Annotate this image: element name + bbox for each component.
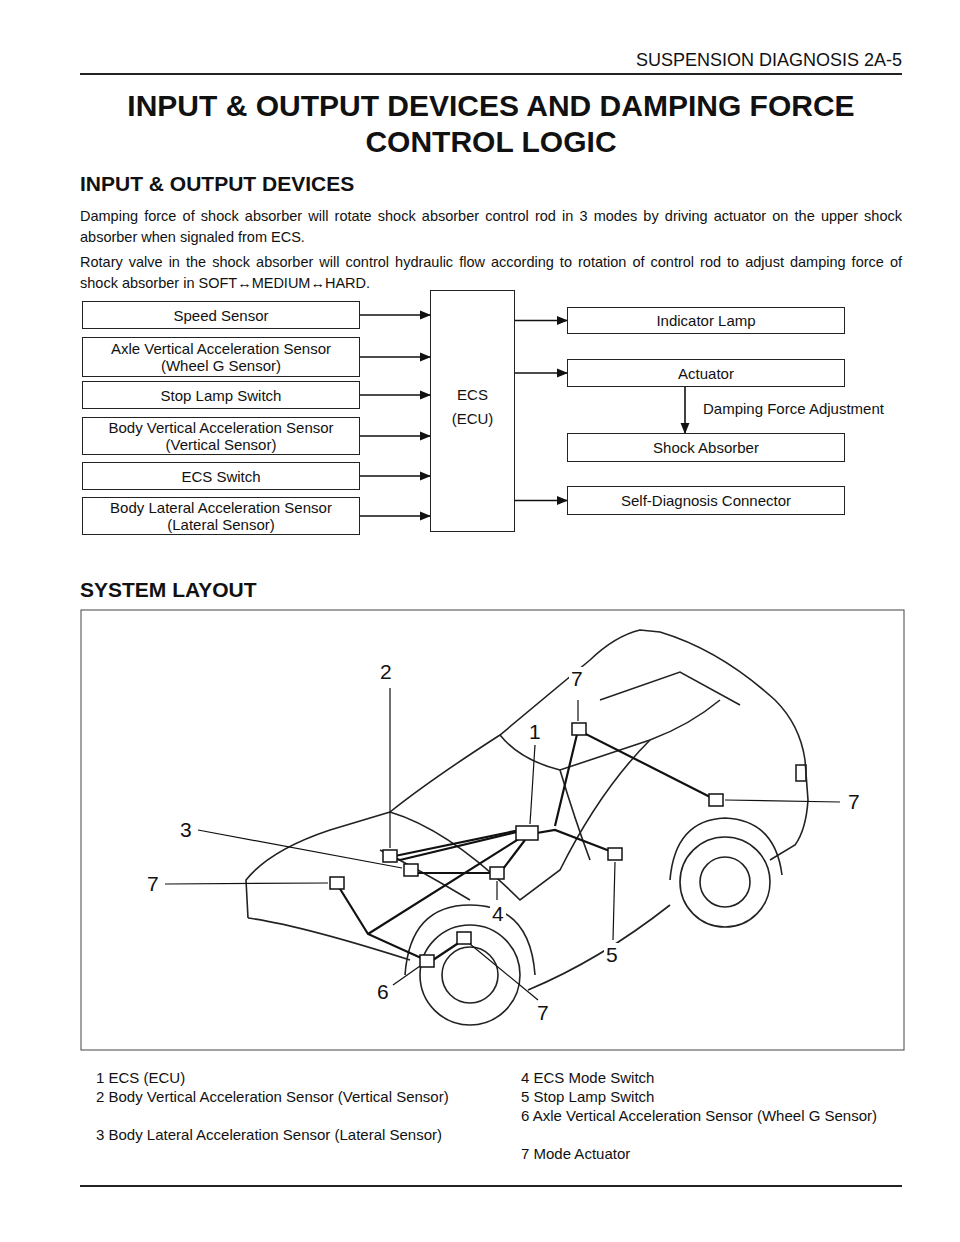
signal-arrow — [360, 356, 430, 358]
body-paragraph: Damping force of shock absorber will rot… — [80, 206, 902, 248]
box-text: Axle Vertical Acceleration Sensor (Wheel… — [91, 340, 351, 374]
box-text: Body Lateral Acceleration Sensor (Latera… — [91, 499, 351, 533]
callout-number: 2 — [378, 660, 394, 684]
signal-arrow — [515, 372, 567, 374]
page-title: INPUT & OUTPUT DEVICES AND DAMPING FORCE… — [80, 88, 902, 160]
parts-list-item: 3 Body Lateral Acceleration Sensor (Late… — [96, 1125, 463, 1144]
callout-number: 1 — [527, 720, 543, 744]
device-box: Speed Sensor — [82, 301, 360, 329]
box-text: Speed Sensor — [173, 307, 268, 324]
parts-list-item: 5 Stop Lamp Switch — [521, 1087, 903, 1106]
layout-frame — [81, 610, 904, 1050]
device-box: Self-Diagnosis Connector — [567, 486, 845, 515]
device-box: Actuator — [567, 359, 845, 387]
device-box: ECS Switch — [82, 462, 360, 490]
device-box: Indicator Lamp — [567, 307, 845, 334]
box-text: Body Vertical Acceleration Sensor (Verti… — [91, 419, 351, 453]
signal-arrow — [360, 394, 430, 396]
signal-arrow — [515, 500, 567, 502]
box-text: ECS (ECU) — [439, 383, 506, 431]
device-box: Axle Vertical Acceleration Sensor (Wheel… — [82, 337, 360, 377]
device-box: Shock Absorber — [567, 433, 845, 462]
signal-arrow — [684, 387, 686, 433]
page-header: SUSPENSION DIAGNOSIS 2A-5 — [380, 50, 902, 71]
callout-number: 7 — [569, 667, 585, 691]
section-heading: INPUT & OUTPUT DEVICES — [80, 172, 354, 196]
section-heading: SYSTEM LAYOUT — [80, 578, 257, 602]
callout-number: 4 — [490, 902, 506, 926]
parts-list-item: 1 ECS (ECU) — [96, 1068, 463, 1087]
box-text: Stop Lamp Switch — [161, 387, 282, 404]
ecs-modules — [330, 723, 723, 967]
callout-number: 5 — [604, 943, 620, 967]
signal-arrow — [360, 475, 430, 477]
body-paragraph: Rotary valve in the shock absorber will … — [80, 252, 902, 294]
signal-arrow — [360, 435, 430, 437]
callout-number: 3 — [178, 818, 194, 842]
device-box: Body Lateral Acceleration Sensor (Latera… — [82, 497, 360, 535]
box-text: Self-Diagnosis Connector — [621, 492, 791, 509]
parts-list-item: 2 Body Vertical Acceleration Sensor (Ver… — [96, 1087, 463, 1106]
car-outline — [246, 630, 808, 1025]
callout-number: 7 — [846, 790, 862, 814]
header-rule — [80, 73, 902, 75]
parts-list-item: 7 Mode Actuator — [521, 1144, 903, 1163]
footer-rule — [80, 1185, 902, 1187]
signal-arrow — [360, 515, 430, 517]
ecu-box: ECS (ECU) — [430, 290, 515, 532]
box-text: Indicator Lamp — [656, 312, 755, 329]
callout-number: 6 — [375, 980, 391, 1004]
box-text: ECS Switch — [181, 468, 260, 485]
box-text: Actuator — [678, 365, 734, 382]
device-box: Stop Lamp Switch — [82, 381, 360, 409]
edge-label: Damping Force Adjustment — [703, 400, 884, 417]
parts-list-item: 4 ECS Mode Switch — [521, 1068, 903, 1087]
signal-arrow — [515, 320, 567, 322]
parts-list-item: 6 Axle Vertical Acceleration Sensor (Whe… — [521, 1106, 903, 1125]
signal-arrow — [360, 314, 430, 316]
box-text: Shock Absorber — [653, 439, 759, 456]
callout-number: 7 — [145, 872, 161, 896]
callout-number: 7 — [535, 1001, 551, 1025]
ecs-wiring — [337, 730, 716, 962]
device-box: Body Vertical Acceleration Sensor (Verti… — [82, 417, 360, 455]
leader-lines — [165, 688, 840, 1000]
